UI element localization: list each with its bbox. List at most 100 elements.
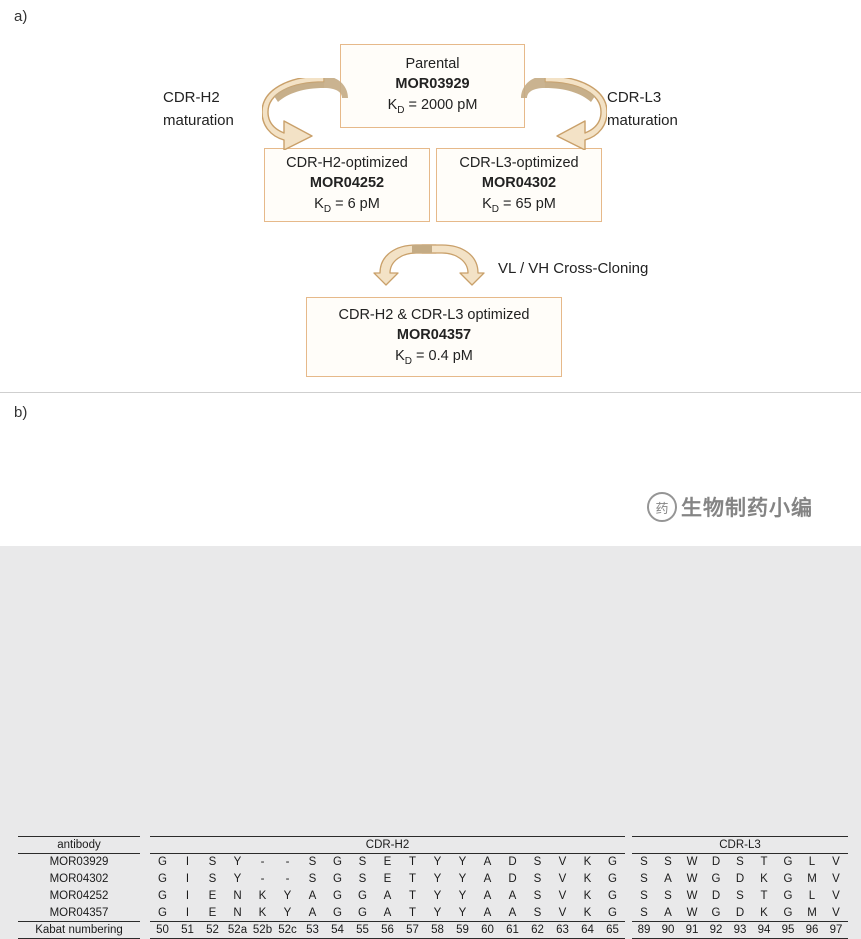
residue-cell: G	[333, 873, 342, 885]
residue-cell: W	[680, 853, 704, 871]
box-both-name: MOR04357	[396, 327, 472, 344]
kabat-position: 52a	[225, 921, 250, 939]
residue-cell: T	[760, 890, 768, 902]
residue-cell: K	[258, 890, 267, 902]
residue-cell: G	[333, 906, 342, 919]
kabat-position: 53	[300, 921, 325, 939]
kabat-position: 62	[525, 921, 550, 939]
antibody-row-label: MOR04302	[49, 873, 109, 885]
kabat-position: 52b	[250, 921, 275, 939]
residue-cell: S	[525, 853, 550, 871]
residue-cell: S	[640, 890, 648, 902]
label-cdr-l3-maturation: CDR-L3 maturation	[607, 87, 678, 132]
box-h2-caption: CDR-H2-optimized	[286, 154, 408, 171]
kabat-position: 92	[704, 921, 728, 939]
residue-cell: S	[200, 853, 225, 871]
residue-cell: D	[735, 906, 745, 919]
residue-cell: S	[533, 873, 542, 885]
box-cdr-l3-optimized: CDR-L3-optimized MOR04302 KD = 65 pM	[436, 148, 602, 222]
residue-cell: I	[175, 853, 200, 871]
residue-cell: K	[575, 853, 600, 871]
panel-b	[0, 393, 861, 546]
residue-cell: K	[760, 906, 768, 919]
panel-a: a) Parental MOR03929 KD = 2000 pM CDR-H2…	[0, 0, 861, 393]
antibody-row-label: MOR04357	[49, 906, 109, 919]
label-cdr-l3-maturation-line1: CDR-L3	[607, 89, 662, 106]
kabat-position: 89	[632, 921, 656, 939]
residue-cell: S	[664, 890, 672, 902]
kabat-position: 59	[450, 921, 475, 939]
curved-arrow-left-icon	[262, 78, 348, 150]
box-parental-kd: KD = 2000 pM	[387, 97, 478, 116]
box-parental-name: MOR03929	[395, 76, 470, 93]
residue-cell: S	[350, 853, 375, 871]
residue-cell: G	[600, 853, 625, 871]
residue-cell: K	[583, 873, 592, 885]
box-h2-name: MOR04252	[309, 175, 385, 192]
residue-cell: S	[533, 906, 542, 919]
residue-cell: T	[408, 873, 417, 885]
residue-cell: E	[208, 906, 217, 919]
box-l3-name: MOR04302	[481, 175, 557, 192]
residue-cell: G	[158, 873, 167, 885]
residue-cell: S	[308, 873, 317, 885]
cdr-group-title: CDR-L3	[632, 836, 848, 854]
kabat-position: 90	[656, 921, 680, 939]
box-both-kd: KD = 0.4 pM	[395, 348, 473, 367]
residue-cell: G	[711, 873, 721, 885]
residue-cell: Y	[458, 906, 467, 919]
box-h2-kd: KD = 6 pM	[314, 196, 380, 215]
residue-cell: T	[400, 853, 425, 871]
kabat-position: 56	[375, 921, 400, 939]
residue-cell: I	[185, 873, 190, 885]
box-l3-kd: KD = 65 pM	[482, 196, 556, 215]
residue-cell: Y	[433, 873, 442, 885]
residue-cell: V	[832, 890, 840, 902]
residue-cell: G	[608, 890, 617, 902]
residue-cell: Y	[233, 873, 242, 885]
residue-cell: M	[807, 906, 817, 919]
kabat-position: 91	[680, 921, 704, 939]
kabat-position: 61	[500, 921, 525, 939]
residue-cell: S	[300, 853, 325, 871]
residue-cell: S	[728, 853, 752, 871]
residue-cell: G	[325, 853, 350, 871]
residue-cell: G	[608, 873, 617, 885]
residue-cell: A	[508, 906, 517, 919]
label-cdr-l3-maturation-line2: maturation	[607, 111, 678, 129]
kabat-position: 52c	[275, 921, 300, 939]
kabat-position: 55	[350, 921, 375, 939]
residue-cell: Y	[425, 853, 450, 871]
residue-cell: L	[800, 853, 824, 871]
residue-cell: L	[808, 890, 816, 902]
kabat-position: 65	[600, 921, 625, 939]
label-cdr-h2-maturation: CDR-H2 maturation	[163, 87, 234, 132]
residue-cell: Y	[458, 873, 467, 885]
curved-arrow-right-icon	[521, 78, 607, 150]
residue-cell: K	[760, 873, 768, 885]
kabat-position: 96	[800, 921, 824, 939]
residue-cell: Y	[433, 890, 442, 902]
residue-cell: G	[358, 890, 367, 902]
residue-cell: D	[704, 853, 728, 871]
residue-cell: W	[686, 873, 698, 885]
residue-cell: T	[408, 906, 417, 919]
residue-cell: V	[832, 873, 840, 885]
residue-cell: A	[483, 906, 492, 919]
residue-cell: A	[664, 906, 672, 919]
antibody-column-header: antibody	[18, 836, 140, 854]
cross-cloning-double-arrow-icon	[373, 244, 485, 286]
residue-cell: W	[686, 906, 698, 919]
box-parental-caption: Parental	[405, 55, 460, 72]
residue-cell: G	[783, 873, 793, 885]
kabat-position: 64	[575, 921, 600, 939]
residue-cell: V	[558, 873, 567, 885]
residue-cell: A	[664, 873, 672, 885]
